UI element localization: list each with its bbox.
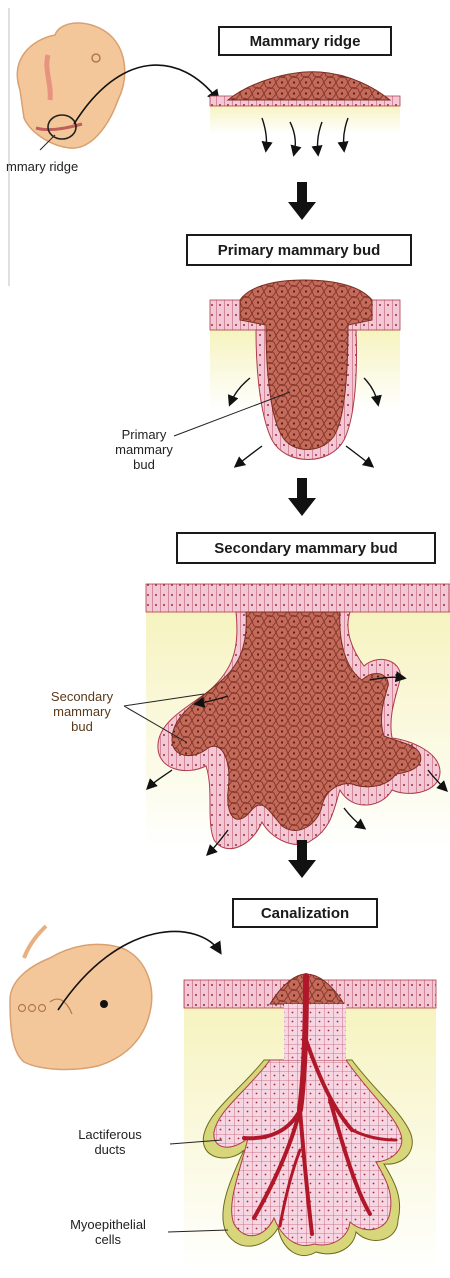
lactiferous-ducts-line1: Lactiferous <box>52 1128 168 1143</box>
flow-arrow-icon <box>288 182 316 220</box>
canalization-tissue <box>184 974 436 1273</box>
myoepithelial-cells-line2: cells <box>48 1233 168 1248</box>
photo-edge <box>8 8 10 286</box>
title-secondary-mammary-bud: Secondary mammary bud <box>176 532 436 564</box>
secondary-bud-tissue <box>146 584 450 854</box>
myoepithelial-cells-label: Myoepithelial cells <box>48 1218 168 1248</box>
secondary-bud-label: Secondary mammary bud <box>40 690 124 735</box>
flow-arrow-icon <box>288 478 316 516</box>
primary-bud-label-line3: bud <box>104 458 184 473</box>
myoepithelial-cells-line1: Myoepithelial <box>48 1218 168 1233</box>
secondary-bud-label-line3: bud <box>40 720 124 735</box>
title-mammary-ridge: Mammary ridge <box>218 26 392 56</box>
lactiferous-ducts-label: Lactiferous ducts <box>52 1128 168 1158</box>
embryo-illustration-bottom <box>10 926 152 1069</box>
embryo-illustration-top <box>17 23 124 148</box>
ridge-tissue <box>210 72 400 154</box>
mammary-ridge-label: mmary ridge <box>6 160 78 175</box>
primary-bud-label: Primary mammary bud <box>104 428 184 473</box>
primary-bud-tissue <box>210 280 400 466</box>
title-canalization: Canalization <box>232 898 378 928</box>
secondary-bud-label-line1: Secondary <box>40 690 124 705</box>
lactiferous-ducts-line2: ducts <box>52 1143 168 1158</box>
title-primary-mammary-bud: Primary mammary bud <box>186 234 412 266</box>
secondary-bud-label-line2: mammary <box>40 705 124 720</box>
primary-bud-label-line2: mammary <box>104 443 184 458</box>
primary-bud-label-line1: Primary <box>104 428 184 443</box>
